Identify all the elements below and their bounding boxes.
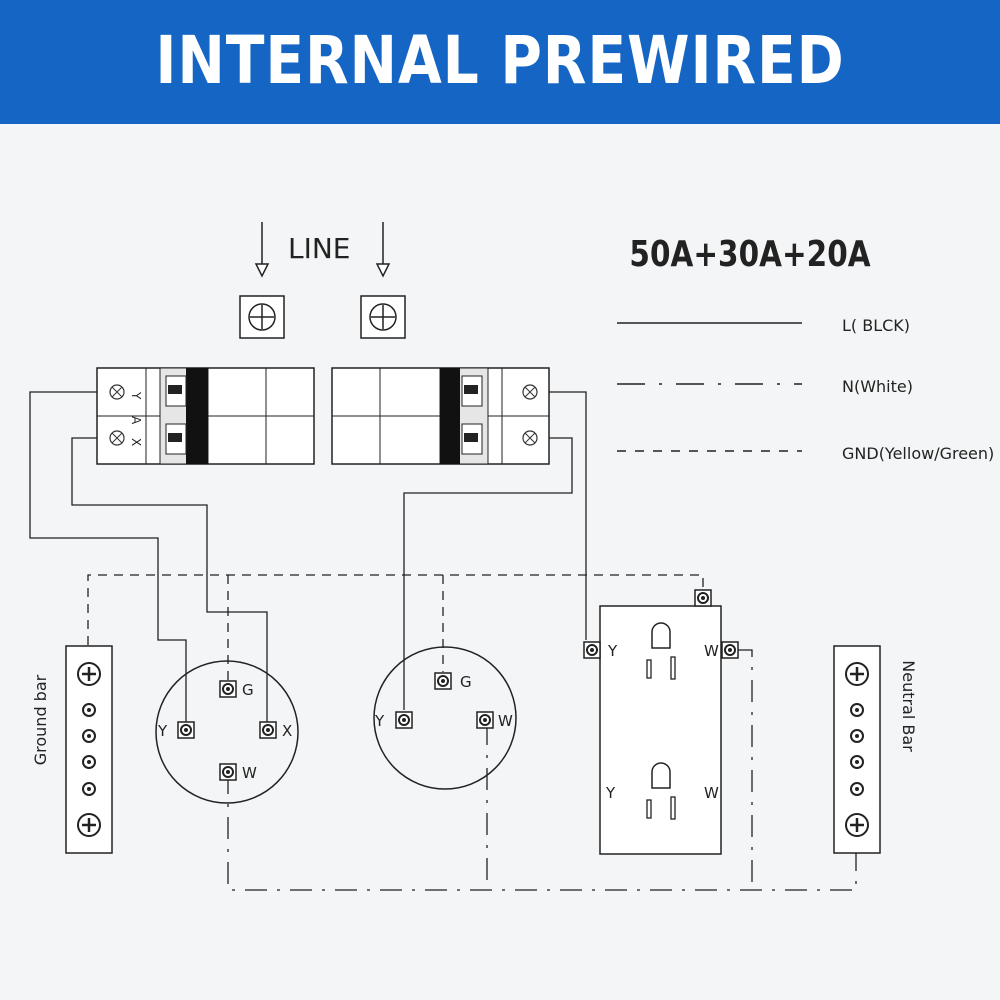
rating-title: 50A+30A+20A <box>629 232 871 275</box>
rec50-label-g: G <box>242 681 254 699</box>
duplex-label-y-bottom: Y <box>605 784 616 802</box>
breaker-label-a: A <box>129 416 143 425</box>
line-label: LINE <box>288 232 351 265</box>
ground-bar <box>65 645 113 854</box>
breaker-label-y: Y <box>129 391 143 400</box>
legend-label-l: L( BLCK) <box>842 316 910 335</box>
line-wires <box>29 391 587 722</box>
receptacle-30a: G Y W <box>373 646 517 790</box>
rec30-label-y: Y <box>374 712 385 730</box>
wiring-diagram: LINE 50A+30A+20A L( BLCK) N(White) GND(Y… <box>29 222 994 891</box>
ground-wires <box>87 574 704 680</box>
line-terminal-left <box>239 295 285 339</box>
rec30-label-g: G <box>460 673 472 691</box>
receptacle-50a: G Y X W <box>155 660 299 804</box>
line-arrow-right <box>375 222 391 278</box>
breaker-label-x: X <box>129 438 143 446</box>
neutral-wires <box>227 649 857 891</box>
line-terminal-right <box>360 295 406 339</box>
ground-bar-label: Ground bar <box>31 674 50 765</box>
neutral-bar-label: Neutral Bar <box>899 660 918 752</box>
breaker-left: Y A X <box>96 367 315 465</box>
legend: L( BLCK) N(White) GND(Yellow/Green) <box>617 316 994 463</box>
breaker-right <box>331 367 550 465</box>
title-banner: INTERNAL PREWIRED <box>0 0 1000 124</box>
duplex-label-w-top: W <box>704 642 719 660</box>
page-title: INTERNAL PREWIRED <box>155 22 845 99</box>
duplex-label-w-bottom: W <box>704 784 719 802</box>
neutral-bar <box>833 645 881 854</box>
legend-label-n: N(White) <box>842 377 913 396</box>
rec50-label-x: X <box>282 722 292 740</box>
rec50-label-w: W <box>242 764 257 782</box>
rec30-label-w: W <box>498 712 513 730</box>
legend-label-gnd: GND(Yellow/Green) <box>842 444 994 463</box>
rec50-label-y: Y <box>157 722 168 740</box>
line-arrow-left <box>254 222 270 278</box>
duplex-label-y-top: Y <box>607 642 618 660</box>
duplex-receptacle: Y W Y W <box>583 589 739 855</box>
